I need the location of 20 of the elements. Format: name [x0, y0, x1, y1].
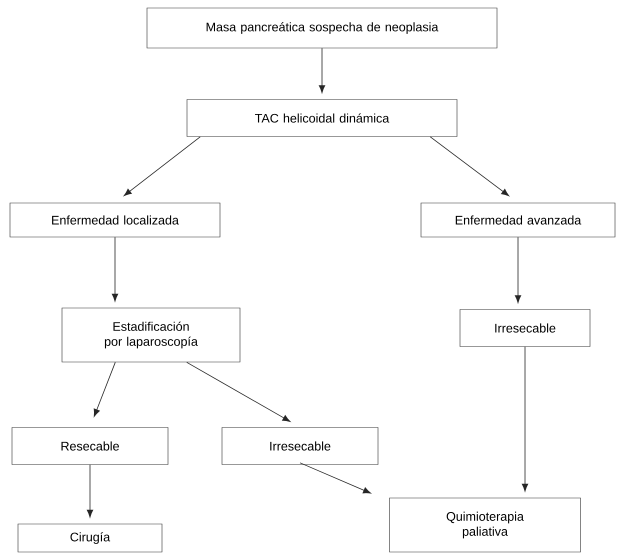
arrow	[522, 346, 528, 492]
process-box: Irresecable	[222, 427, 378, 465]
arrow	[112, 236, 118, 302]
arrow	[514, 236, 522, 303]
arrow	[186, 362, 290, 422]
arrow	[430, 136, 510, 196]
process-box: Irresecable	[460, 309, 590, 347]
process-box: Masa pancreática sospecha de neoplasia	[146, 8, 498, 48]
process-box: TAC helicoidal dinámica	[186, 99, 458, 137]
process-box: Resecable	[12, 427, 168, 465]
arrow	[124, 136, 201, 196]
arrow	[86, 464, 94, 518]
process-box: Enfermedad avanzada	[420, 202, 616, 238]
arrow	[94, 362, 116, 417]
process-box: Estadificación por laparoscopía	[62, 308, 240, 362]
process-box: Cirugía	[18, 524, 162, 552]
process-box: Quimioterapia paliativa	[389, 498, 581, 552]
arrow	[318, 48, 326, 93]
process-box: Enfermedad localizada	[10, 202, 220, 238]
arrow	[300, 462, 371, 494]
